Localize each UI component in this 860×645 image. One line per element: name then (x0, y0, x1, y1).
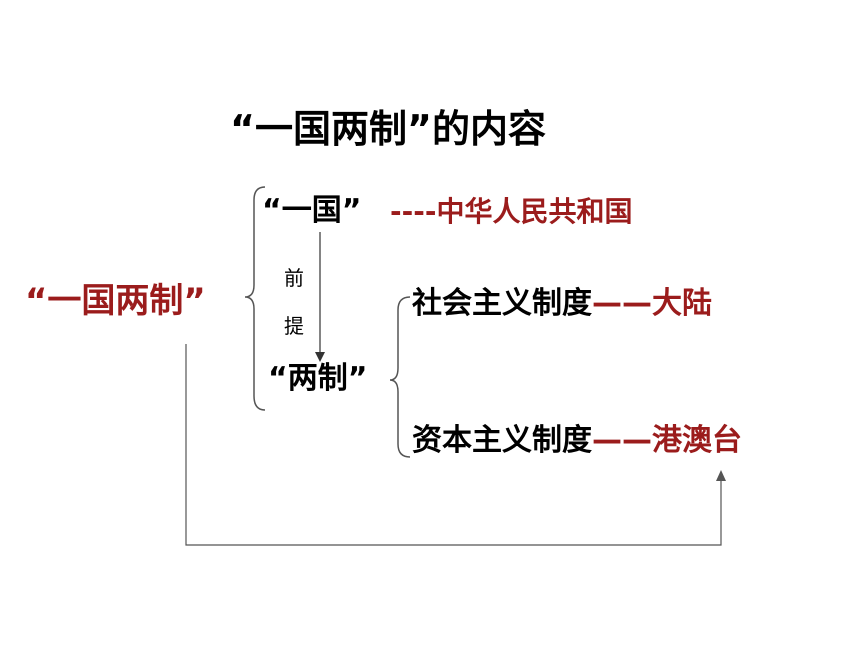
one-country-label: “一国” (262, 193, 362, 228)
system-name: 社会主义制度 (412, 286, 592, 321)
main-term-label: “一国两制” (25, 281, 206, 321)
loop-connector-arrow-head (716, 470, 726, 481)
system-row-capitalism: 资本主义制度——港澳台 (412, 426, 742, 456)
loop-connector (185, 344, 722, 546)
system-name: 资本主义制度 (412, 423, 592, 458)
page-title: “一国两制”的内容 (230, 107, 546, 151)
system-region: ——大陆 (592, 286, 712, 321)
premise-label-char-2: 提 (284, 314, 304, 338)
premise-arrow-head (315, 352, 325, 362)
brace-main (244, 186, 266, 411)
system-region: ——港澳台 (592, 423, 742, 458)
one-country-meaning: ----中华人民共和国 (390, 195, 633, 228)
system-row-socialism: 社会主义制度——大陆 (412, 289, 712, 319)
brace-systems (389, 296, 411, 458)
two-systems-label: “两制” (268, 361, 368, 396)
premise-label-char-1: 前 (284, 266, 304, 290)
